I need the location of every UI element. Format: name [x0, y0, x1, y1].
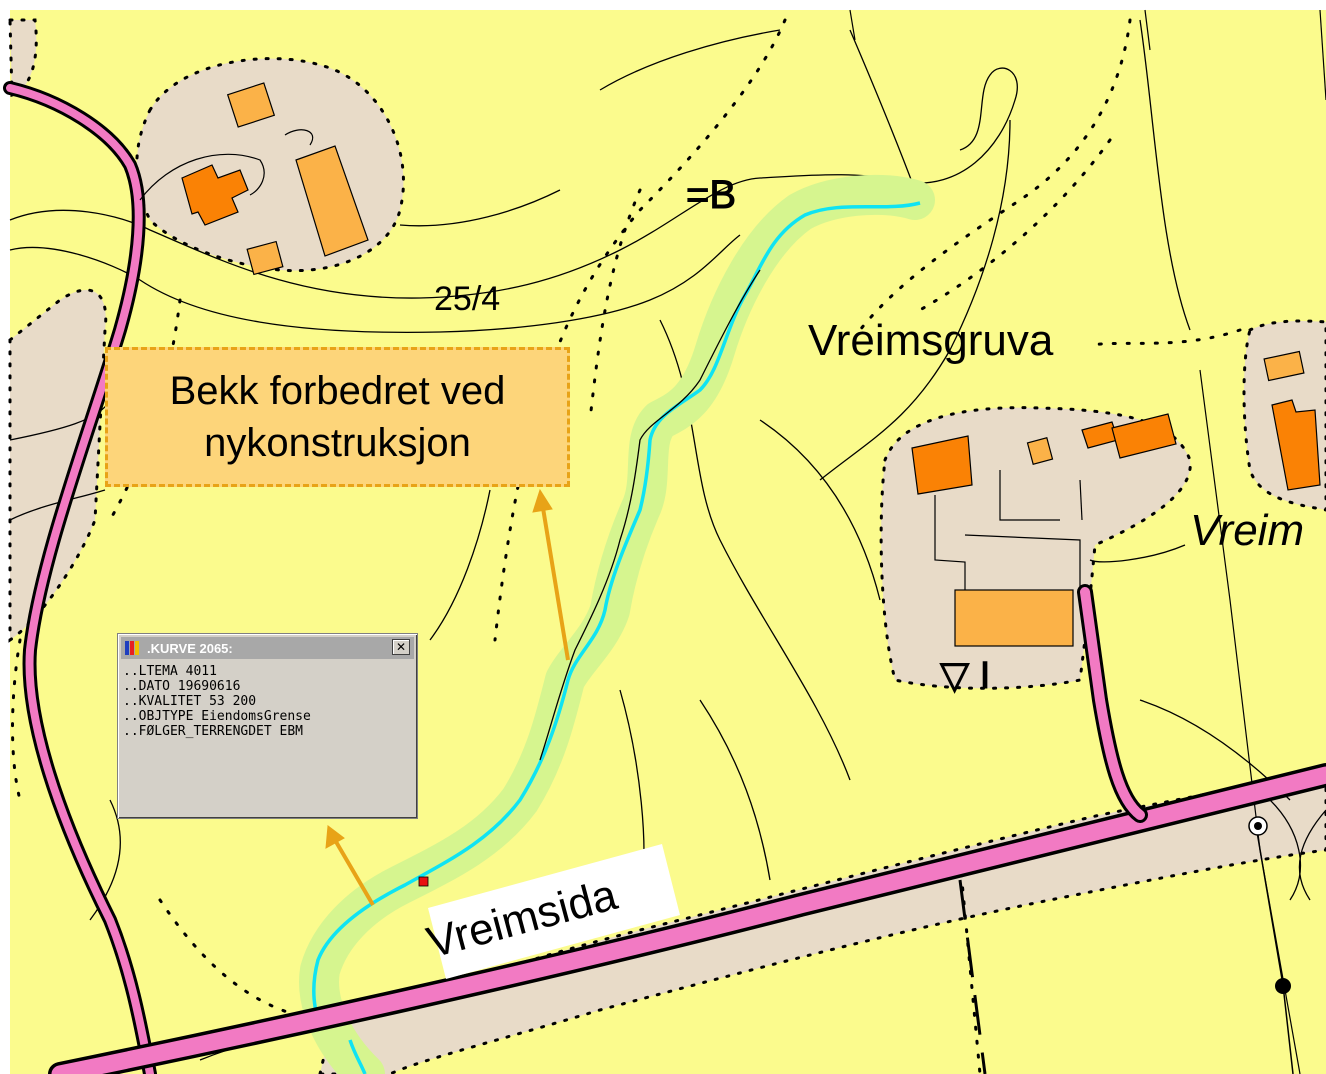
- attribute-line: ..OBJTYPE EiendomsGrense: [123, 709, 311, 724]
- place-label-vreim: Vreim: [1190, 506, 1304, 555]
- stream-lower: [348, 1039, 367, 1074]
- attribute-popup-window[interactable]: .KURVE 2065: ✕ ..LTEMA 4011 ..DATO 19690…: [117, 633, 418, 819]
- building: [1026, 437, 1054, 465]
- building: [954, 589, 1074, 647]
- building: [1271, 399, 1321, 491]
- power-pole-dot: [1275, 978, 1291, 994]
- arrow-to-popup: [333, 838, 375, 907]
- building: [226, 82, 276, 128]
- building: [246, 240, 284, 276]
- stream-bank-line: [539, 269, 761, 761]
- popup-attribute-list: ..LTEMA 4011 ..DATO 19690616 ..KVALITET …: [123, 664, 412, 813]
- app-icon: [125, 641, 143, 655]
- close-icon[interactable]: ✕: [392, 639, 410, 655]
- attribute-line: ..KVALITET 53 200: [123, 694, 257, 709]
- arrowhead-popup: [325, 825, 345, 849]
- annotation-callout: Bekk forbedret ved nykonstruksjon: [105, 347, 570, 487]
- parcel-number-label: 25/4: [434, 280, 500, 318]
- map-symbol-eq-b: =B: [686, 173, 736, 217]
- attribute-line: ..LTEMA 4011: [123, 664, 217, 679]
- dashed-path: [958, 879, 987, 1074]
- popup-title: .KURVE 2065:: [147, 640, 233, 656]
- road-label-background: [428, 844, 680, 979]
- place-label-vreimsgruva: Vreimsgruva: [808, 316, 1054, 365]
- callout-line-1: Bekk forbedret ved: [169, 369, 506, 413]
- attribute-line: ..FØLGER_TERRENGDET EBM: [123, 724, 304, 739]
- settlement-area-west-strip: [8, 288, 108, 643]
- building: [1263, 350, 1305, 382]
- yard-lines: [139, 129, 1083, 590]
- building: [911, 435, 973, 495]
- roads: [3, 81, 1326, 1074]
- callout-line-2: nykonstruksjon: [204, 421, 471, 465]
- map-symbol-triangle-i: ▽ I: [940, 655, 990, 697]
- building: [181, 164, 249, 226]
- arrow-to-callout: [541, 507, 570, 661]
- popup-titlebar[interactable]: .KURVE 2065: ✕: [121, 637, 414, 659]
- arrowhead-callout: [532, 488, 553, 513]
- building: [295, 145, 369, 257]
- building: [1111, 413, 1177, 459]
- survey-point-center: [1254, 822, 1262, 830]
- thin-boundaries: [849, 9, 1326, 1074]
- map-symbols: [1248, 816, 1268, 836]
- selected-point-marker[interactable]: [418, 876, 429, 887]
- buildings: [181, 82, 1321, 647]
- annotation-arrows: [325, 488, 570, 907]
- attribute-line: ..DATO 19690616: [123, 679, 241, 694]
